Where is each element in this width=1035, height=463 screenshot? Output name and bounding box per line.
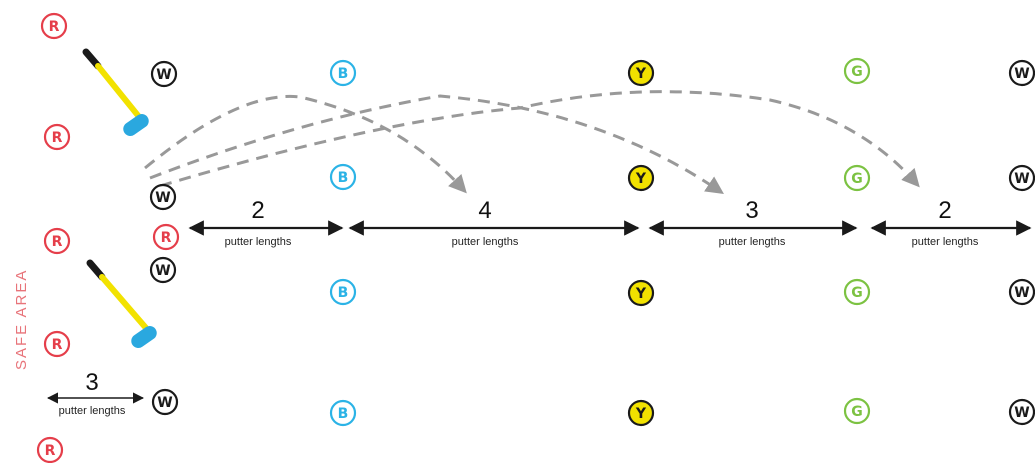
red-ball-letter: R [45,443,56,459]
red-ball-letter: R [52,130,63,146]
white-ball-letter: W [1014,66,1029,82]
distance-number: 3 [745,197,758,224]
blue-ball-letter: B [338,406,349,422]
distance-number: 4 [478,197,491,224]
red-ball: R [43,123,71,151]
red-ball-letter: R [52,234,63,250]
white-ball: W [1008,398,1035,426]
green-ball: G [843,57,871,85]
blue-ball: B [329,59,357,87]
red-ball-letter: R [49,19,60,35]
white-ball: W [1008,278,1035,306]
ball-paths [144,90,920,195]
green-ball-letter: G [851,171,863,187]
path-arrow-3 [149,94,724,195]
white-ball-letter: W [1014,285,1029,301]
putter-top [82,48,149,137]
yellow-ball-letter: Y [635,406,647,422]
yellow-ball: Y [627,164,655,192]
blue-ball-letter: B [338,285,349,301]
balls: R R R R R R W W W W B B B B Y Y Y Y G G G G W W W W [36,12,1035,463]
putter-bottom [86,259,157,349]
red-ball-letter: R [161,230,172,246]
blue-ball: B [329,163,357,191]
safe-area-label: SAFE AREA [13,269,30,370]
red-ball: R [152,223,180,251]
blue-ball: B [329,399,357,427]
white-ball-letter: W [1014,405,1029,421]
blue-ball-letter: B [338,170,349,186]
green-ball-letter: G [851,285,863,301]
white-ball: W [151,388,179,416]
green-ball-letter: G [851,64,863,80]
yellow-ball-letter: Y [635,171,647,187]
blue-ball: B [329,278,357,306]
green-ball-letter: G [851,404,863,420]
green-ball: G [843,397,871,425]
distance-number: 2 [938,197,951,224]
white-ball: W [1008,59,1035,87]
distance-unit: putter lengths [912,236,979,248]
green-ball: G [843,278,871,306]
distance-unit: putter lengths [452,236,519,248]
yellow-ball: Y [627,59,655,87]
path-arrow-4 [144,94,467,194]
green-ball: G [843,164,871,192]
white-ball: W [149,183,177,211]
white-ball-letter: W [1014,171,1029,187]
white-ball: W [149,256,177,284]
white-ball: W [150,60,178,88]
distance-unit: putter lengths [225,236,292,248]
red-ball: R [43,227,71,255]
yellow-ball-letter: Y [635,286,647,302]
white-ball-letter: W [157,395,172,411]
distance-arrows [46,220,1032,404]
red-ball: R [43,330,71,358]
yellow-ball: Y [627,399,655,427]
path-arrow-2 [159,90,920,188]
yellow-ball-letter: Y [635,66,647,82]
white-ball-letter: W [155,190,170,206]
white-ball-letter: W [156,67,171,83]
red-ball-letter: R [52,337,63,353]
white-ball-letter: W [155,263,170,279]
white-ball: W [1008,164,1035,192]
distance-unit: putter lengths [719,236,786,248]
distance-number: 2 [251,197,264,224]
yellow-ball: Y [627,279,655,307]
red-ball: R [40,12,68,40]
safe-distance-number: 3 [85,369,98,396]
blue-ball-letter: B [338,66,349,82]
red-ball: R [36,436,64,463]
safe-distance-unit: putter lengths [59,405,126,417]
